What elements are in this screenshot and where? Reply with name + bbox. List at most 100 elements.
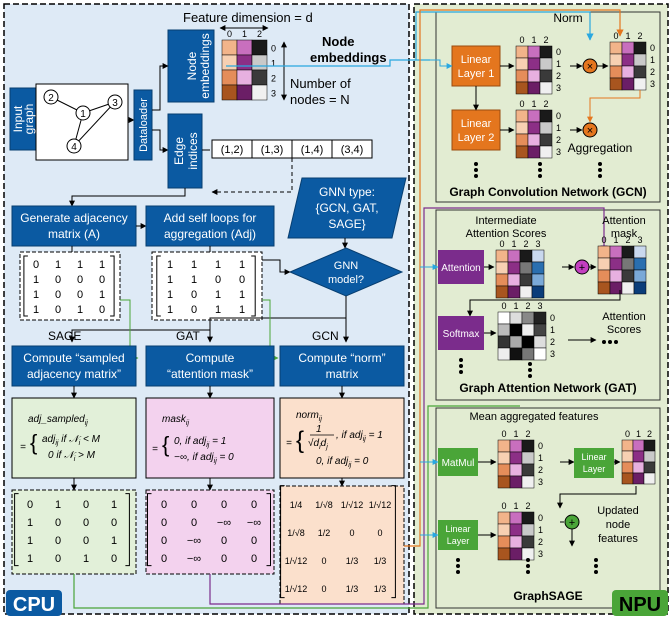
gcn-m1-cell bbox=[527, 45, 541, 59]
gat-mask-1: Attention bbox=[602, 215, 645, 227]
sage-m3-col-label: 0 bbox=[501, 501, 506, 511]
gat-m2-cell bbox=[621, 257, 635, 271]
sage-m2-cell bbox=[632, 461, 645, 474]
sampled-cell: 1 bbox=[27, 535, 33, 547]
graph-nodes: 1 2 3 4 bbox=[43, 89, 123, 154]
gcn-aggregate-icon bbox=[582, 122, 598, 138]
adj-self-cell: 0 bbox=[191, 289, 197, 301]
gat-m3-cell bbox=[533, 311, 547, 325]
gat-m3-col-label: 2 bbox=[525, 301, 530, 311]
svg-text:0, if adjij = 1: 0, if adjij = 1 bbox=[174, 436, 226, 449]
sage-m2-cell bbox=[621, 472, 634, 485]
gcn-m3-cell bbox=[621, 41, 635, 55]
gcn-m3-cell bbox=[633, 53, 647, 67]
gat-m1-col-label: 0 bbox=[499, 239, 504, 249]
gat-attention-box bbox=[438, 250, 484, 284]
gcn-m2-cell bbox=[515, 121, 529, 135]
feature-dim-label: Feature dimension = d bbox=[183, 10, 313, 25]
node-emb-row-label: 3 bbox=[271, 88, 276, 98]
gat-m3-cell bbox=[533, 323, 547, 337]
num-nodes-1: Number of bbox=[290, 76, 351, 91]
edge-list: (1,2)(1,3)(1,4)(3,4) bbox=[211, 139, 373, 159]
sampled-bracket-left bbox=[14, 493, 19, 567]
sage-m3-cell bbox=[497, 535, 511, 549]
norm-cell: 1/√12 bbox=[285, 584, 307, 594]
sage-m1-cell bbox=[497, 451, 511, 465]
adj-cell: 1 bbox=[77, 259, 83, 271]
mask-cell: −∞ bbox=[217, 517, 231, 529]
gcn-linear2-l1: Linear bbox=[461, 118, 492, 130]
norm-cell: 1/3 bbox=[346, 584, 359, 594]
node-emb-cell bbox=[236, 69, 253, 86]
node-emb-row-label: 2 bbox=[271, 73, 276, 83]
sage-m2-col-label: 2 bbox=[647, 429, 652, 439]
gcn-linear2-box bbox=[451, 109, 501, 151]
norm-cell: 1/4 bbox=[290, 500, 303, 510]
gat-scores-1: Attention bbox=[602, 311, 645, 323]
gat-scores-2: Scores bbox=[607, 324, 642, 336]
gat-m1-cell bbox=[519, 285, 533, 299]
mask-cell: 0 bbox=[161, 535, 167, 547]
gat-m3-cell bbox=[497, 347, 511, 361]
gat-m1-cell bbox=[519, 273, 533, 287]
norm-cell: 1/√12 bbox=[369, 500, 391, 510]
sage-m1-col-label: 2 bbox=[525, 429, 530, 439]
gat-m1-cell bbox=[495, 249, 509, 263]
norm-formula: normij = { 1 √didj , if adjij = 1 0, if … bbox=[286, 410, 383, 469]
sage-m2-cell bbox=[643, 461, 656, 474]
npu-badge bbox=[612, 590, 668, 616]
gat-m2-cell bbox=[633, 269, 647, 283]
gat-m3-cell bbox=[521, 323, 535, 337]
svg-text:{: { bbox=[296, 427, 304, 454]
adj-cell: 1 bbox=[33, 304, 39, 316]
gcn-m1-col-label: 1 bbox=[531, 35, 536, 45]
gcn-m1-cell bbox=[515, 45, 529, 59]
gat-m1-cell bbox=[495, 273, 509, 287]
gcn-linear1-l1: Linear bbox=[461, 54, 492, 66]
adj-cell: 0 bbox=[55, 274, 61, 286]
gcn-multiply-glyph: × bbox=[587, 61, 593, 73]
adj-self-bracket-left bbox=[156, 255, 161, 317]
gcn-m3-cell bbox=[609, 41, 623, 55]
gcn-m3-col-label: 0 bbox=[613, 31, 618, 41]
norm-cell: 1/3 bbox=[374, 556, 387, 566]
sage-mean-label: Mean aggregated features bbox=[469, 411, 599, 423]
svg-text:adj_sampledij: adj_sampledij bbox=[28, 414, 88, 427]
mask-bracket-right bbox=[266, 493, 271, 567]
sage-m2-cell bbox=[632, 450, 645, 463]
gcn-m2-cell bbox=[515, 145, 529, 159]
svg-text:{: { bbox=[30, 430, 37, 455]
gcn-m1-col-label: 0 bbox=[519, 35, 524, 45]
gat-more-dots bbox=[459, 340, 618, 378]
svg-text:−∞, if adjij = 0: −∞, if adjij = 0 bbox=[174, 452, 234, 465]
sage-m3-cell bbox=[521, 511, 535, 525]
compute-norm-box bbox=[279, 345, 405, 387]
sampled-cell: 0 bbox=[83, 499, 89, 511]
node-emb-col-label: 1 bbox=[242, 29, 247, 39]
adj-self-cell: 1 bbox=[191, 274, 197, 286]
norm-bracket-left bbox=[280, 485, 285, 599]
sage-m2-cell bbox=[621, 439, 634, 452]
gat-m2-col-label: 1 bbox=[613, 235, 618, 245]
gat-m1-cell bbox=[495, 285, 509, 299]
gat-m1-col-label: 1 bbox=[511, 239, 516, 249]
gcn-m2-cell bbox=[539, 145, 553, 159]
gat-m3-cell bbox=[509, 323, 523, 337]
gcn-m2-cell bbox=[515, 133, 529, 147]
node-emb-cell bbox=[251, 39, 268, 56]
cpu-badge bbox=[6, 590, 62, 616]
gat-m1-col-label: 2 bbox=[523, 239, 528, 249]
compute-sampled-2: adjacency matrix” bbox=[27, 367, 121, 381]
sage-formula-box bbox=[11, 397, 137, 479]
compute-sampled-1: Compute “sampled bbox=[23, 351, 124, 365]
gat-m1-cell bbox=[495, 261, 509, 275]
sage-m1-col-label: 1 bbox=[513, 429, 518, 439]
gat-m2-cell bbox=[621, 281, 635, 295]
adj-self-cell: 0 bbox=[191, 304, 197, 316]
graph-node-3 bbox=[107, 94, 123, 110]
add-self-label-2: aggregation (Adj) bbox=[164, 227, 256, 241]
